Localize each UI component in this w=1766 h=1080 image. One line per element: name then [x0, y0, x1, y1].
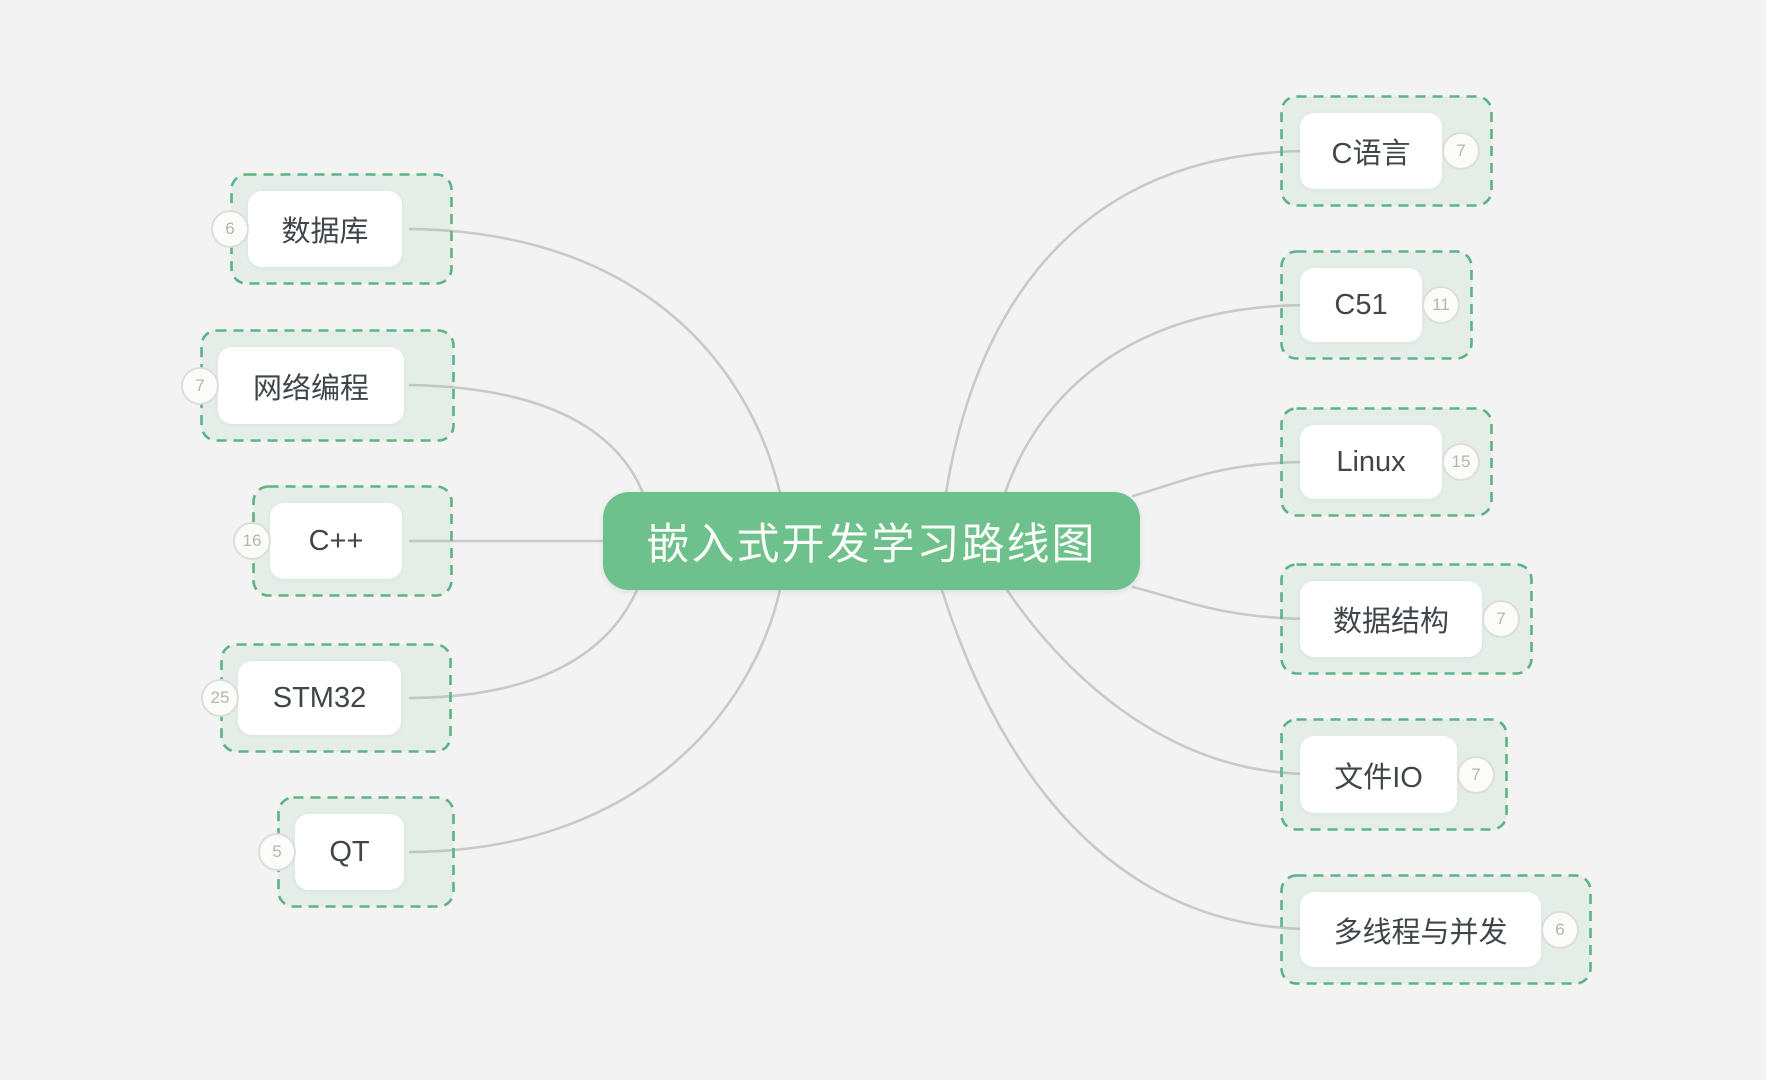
topic-label-box[interactable]: STM32 [238, 661, 401, 735]
topic-label-box[interactable]: 多线程与并发 [1300, 892, 1541, 967]
topic-label-box[interactable]: 文件IO [1300, 736, 1457, 813]
topic-label-box[interactable]: 数据结构 [1300, 581, 1482, 657]
topic-label-box[interactable]: 网络编程 [218, 347, 404, 424]
topic-node-c-language[interactable]: 7 C语言 [1280, 95, 1493, 207]
topic-node-network-programming[interactable]: 7 网络编程 [181, 329, 455, 442]
child-count-badge[interactable]: 7 [1442, 132, 1480, 170]
topic-label-box[interactable]: Linux [1300, 425, 1442, 499]
topic-label: STM32 [272, 681, 367, 714]
topic-label-box[interactable]: C51 [1300, 268, 1422, 342]
topic-label: 多线程与并发 [1333, 916, 1508, 949]
topic-node-c51[interactable]: 11 C51 [1280, 250, 1473, 360]
topic-label: QT [329, 835, 370, 868]
topic-label: Linux [1336, 445, 1406, 478]
child-count-badge[interactable]: 7 [1482, 600, 1520, 638]
child-count-badge[interactable]: 7 [181, 366, 219, 405]
topic-label: 网络编程 [252, 372, 369, 405]
root-topic-label: 嵌入式开发学习路线图 [646, 521, 1097, 569]
child-count-badge[interactable]: 16 [233, 522, 271, 560]
topic-label-box[interactable]: C语言 [1300, 113, 1442, 189]
topic-label-box[interactable]: 数据库 [248, 191, 402, 267]
child-count-badge[interactable]: 25 [201, 679, 239, 717]
topic-node-multithreading-concurrency[interactable]: 6 多线程与并发 [1280, 874, 1592, 985]
topic-label-box[interactable]: C++ [270, 503, 402, 579]
child-count-badge[interactable]: 15 [1442, 443, 1480, 481]
topic-node-cpp[interactable]: 16 C++ [233, 485, 453, 597]
child-count-badge[interactable]: 6 [211, 210, 249, 248]
child-count-badge[interactable]: 7 [1457, 755, 1495, 794]
topic-label: C语言 [1331, 138, 1411, 170]
topic-label: 文件IO [1334, 761, 1423, 794]
topic-node-qt[interactable]: 5 QT [258, 796, 455, 908]
topic-label-box[interactable]: QT [295, 814, 404, 890]
topic-node-stm32[interactable]: 25 STM32 [201, 643, 452, 753]
topic-label: 数据库 [281, 216, 369, 248]
topic-label: C++ [308, 524, 364, 557]
topic-label: 数据结构 [1332, 606, 1449, 638]
topic-node-linux[interactable]: 15 Linux [1280, 407, 1493, 517]
child-count-badge[interactable]: 11 [1422, 286, 1460, 324]
child-count-badge[interactable]: 6 [1541, 910, 1579, 949]
topic-node-file-io[interactable]: 7 文件IO [1280, 718, 1508, 831]
topic-label: C51 [1334, 288, 1388, 321]
root-topic-node[interactable]: 嵌入式开发学习路线图 [603, 492, 1140, 590]
topic-node-data-structures[interactable]: 7 数据结构 [1280, 563, 1533, 675]
topic-node-database[interactable]: 6 数据库 [211, 173, 453, 285]
child-count-badge[interactable]: 5 [258, 833, 296, 871]
